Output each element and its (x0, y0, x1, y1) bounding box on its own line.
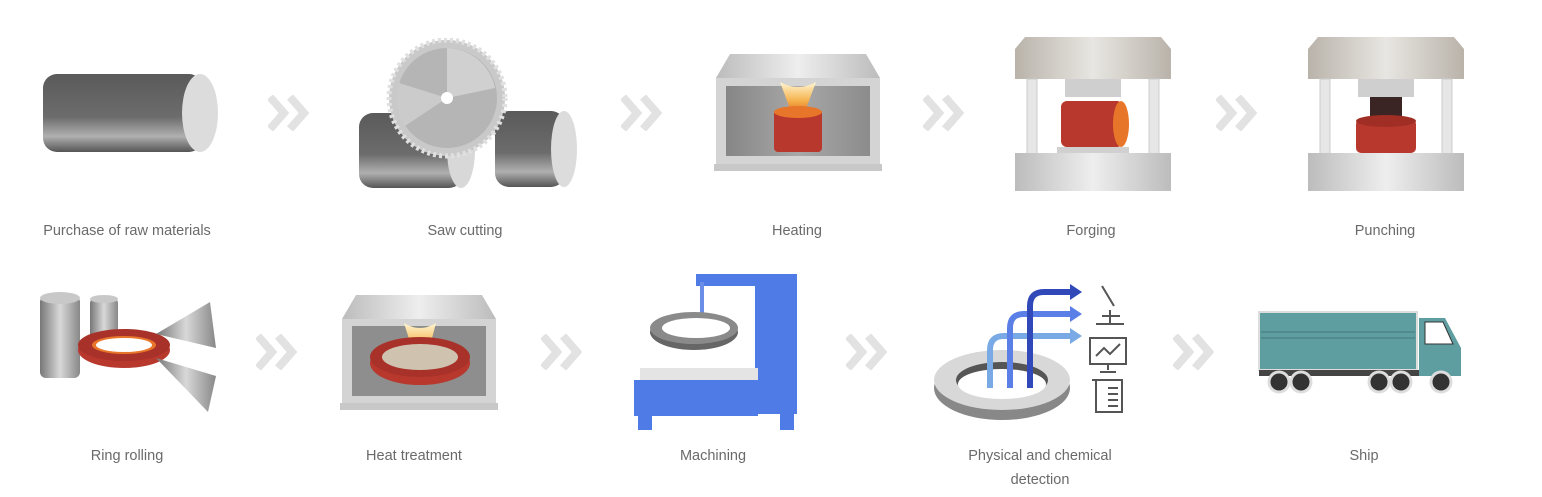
chevron-arrow-icon (923, 95, 965, 131)
step-label-saw-cutting: Saw cutting (427, 223, 503, 239)
step-label-ring-rolling: Ring rolling (90, 448, 164, 464)
chevron-arrow-icon (621, 95, 663, 131)
chevron-arrow-icon (541, 334, 583, 370)
step-label-purchase: Purchase of raw materials (43, 223, 211, 239)
lab-inspection-icon (934, 284, 1127, 420)
furnace-icon (714, 54, 882, 171)
chevron-arrow-icon (1216, 95, 1258, 131)
truck-icon (1258, 311, 1461, 394)
forging-press-icon (1015, 37, 1171, 191)
step-label-punching: Punching (1354, 223, 1416, 239)
lathe-machine-icon (634, 274, 797, 430)
step-label-detection: Physical and chemical detection (968, 448, 1112, 488)
heat-treatment-furnace-icon (340, 295, 498, 410)
chevron-arrow-icon (1173, 334, 1215, 370)
step-label-heat-treatment: Heat treatment (366, 448, 462, 464)
ring-rolling-icon (40, 292, 216, 412)
chevron-arrow-icon (256, 334, 298, 370)
steel-bar-icon (43, 74, 218, 152)
punching-press-icon (1308, 37, 1464, 191)
chevron-arrow-icon (846, 334, 888, 370)
step-label-ship: Ship (1349, 448, 1379, 464)
step-label-heating: Heating (772, 223, 822, 239)
circular-saw-icon (359, 38, 577, 188)
step-label-machining: Machining (679, 448, 747, 464)
step-label-forging: Forging (1066, 223, 1116, 239)
chevron-arrow-icon (268, 95, 310, 131)
